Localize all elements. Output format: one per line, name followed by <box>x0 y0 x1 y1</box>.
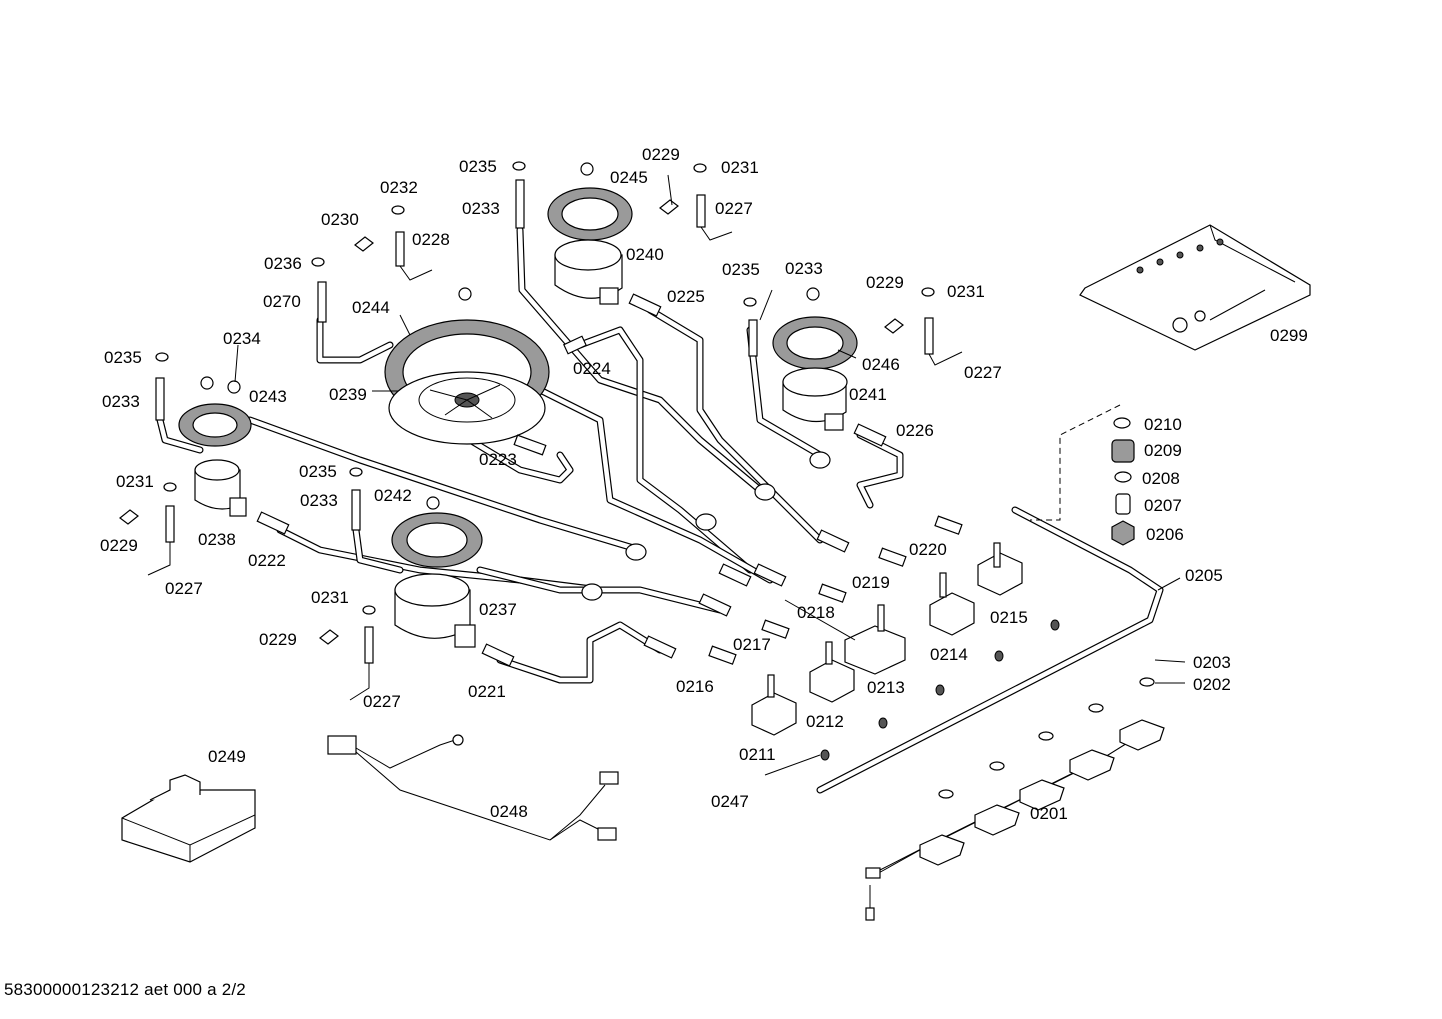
label-0232: 0232 <box>380 178 418 197</box>
label-0245: 0245 <box>610 168 648 187</box>
burner-cups <box>194 239 848 648</box>
label-0202: 0202 <box>1193 675 1231 694</box>
label-0218: 0218 <box>797 603 835 622</box>
label-0221: 0221 <box>468 682 506 701</box>
thermocouples <box>147 179 963 701</box>
label-0239: 0239 <box>329 385 367 404</box>
label-0236: 0236 <box>264 254 302 273</box>
label-0235-left: 0235 <box>104 348 142 367</box>
label-0230: 0230 <box>321 210 359 229</box>
label-0270: 0270 <box>263 292 301 311</box>
label-0217: 0217 <box>733 635 771 654</box>
label-0213: 0213 <box>867 678 905 697</box>
ignition-harness <box>820 619 1165 921</box>
label-0240: 0240 <box>626 245 664 264</box>
label-0249: 0249 <box>208 747 246 766</box>
label-0227-left: 0227 <box>165 579 203 598</box>
parts-bag <box>1079 224 1311 351</box>
gas-valves <box>751 542 1023 736</box>
document-footer: 58300000123212 aet 000 a 2/2 <box>4 980 246 999</box>
label-0235-right: 0235 <box>722 260 760 279</box>
label-0211: 0211 <box>739 745 776 764</box>
injectors <box>256 293 963 667</box>
label-0299: 0299 <box>1270 326 1308 345</box>
label-0219: 0219 <box>852 573 890 592</box>
label-0207: 0207 <box>1144 496 1182 515</box>
label-0235-mid: 0235 <box>299 462 337 481</box>
label-0201: 0201 <box>1030 804 1068 823</box>
label-0231-left: 0231 <box>116 472 154 491</box>
label-0233-mid: 0233 <box>300 491 338 510</box>
label-0215: 0215 <box>990 608 1028 627</box>
label-0233-right: 0233 <box>785 259 823 278</box>
label-0209: 0209 <box>1144 441 1182 460</box>
label-0243: 0243 <box>249 387 287 406</box>
label-0225: 0225 <box>667 287 705 306</box>
label-0237: 0237 <box>479 600 517 619</box>
label-0238: 0238 <box>198 530 236 549</box>
label-0210: 0210 <box>1144 415 1182 434</box>
label-0206: 0206 <box>1146 525 1184 544</box>
label-0205: 0205 <box>1185 566 1223 585</box>
label-0231-top: 0231 <box>721 158 759 177</box>
label-0244: 0244 <box>352 298 390 317</box>
label-0227-top: 0227 <box>715 199 753 218</box>
label-0226: 0226 <box>896 421 934 440</box>
label-0212: 0212 <box>806 712 844 731</box>
label-0214: 0214 <box>930 645 968 664</box>
label-0229-right: 0229 <box>866 273 904 292</box>
label-0242: 0242 <box>374 486 412 505</box>
label-0229-left: 0229 <box>100 536 138 555</box>
label-0233-top: 0233 <box>462 199 500 218</box>
label-0246: 0246 <box>862 355 900 374</box>
label-0203: 0203 <box>1193 653 1231 672</box>
label-0233-left: 0233 <box>102 392 140 411</box>
label-0241: 0241 <box>849 385 887 404</box>
label-0222: 0222 <box>248 551 286 570</box>
wiring-harness <box>327 734 619 841</box>
label-0248: 0248 <box>490 802 528 821</box>
label-0208: 0208 <box>1142 469 1180 488</box>
label-0220: 0220 <box>909 540 947 559</box>
label-0229-mid: 0229 <box>259 630 297 649</box>
label-0247: 0247 <box>711 792 749 811</box>
leader-lines <box>234 174 1181 776</box>
label-0228: 0228 <box>412 230 450 249</box>
spark-generator <box>121 774 256 863</box>
part-labels: 0235 0233 0232 0230 0228 0236 0270 0244 … <box>100 145 1308 823</box>
gas-pipes <box>156 226 1164 794</box>
label-0227-right: 0227 <box>964 363 1002 382</box>
label-0227-mid: 0227 <box>363 692 401 711</box>
fitting-stack <box>1030 404 1135 546</box>
label-0216: 0216 <box>676 677 714 696</box>
burner-gaskets <box>178 187 858 568</box>
small-parts <box>119 161 935 645</box>
label-0234: 0234 <box>223 329 261 348</box>
label-0229-top: 0229 <box>642 145 680 164</box>
label-0224: 0224 <box>573 359 611 378</box>
right-leaders <box>1154 659 1186 684</box>
label-0231-mid: 0231 <box>311 588 349 607</box>
label-0223: 0223 <box>479 450 517 469</box>
label-0231-right: 0231 <box>947 282 985 301</box>
label-0235-top: 0235 <box>459 157 497 176</box>
